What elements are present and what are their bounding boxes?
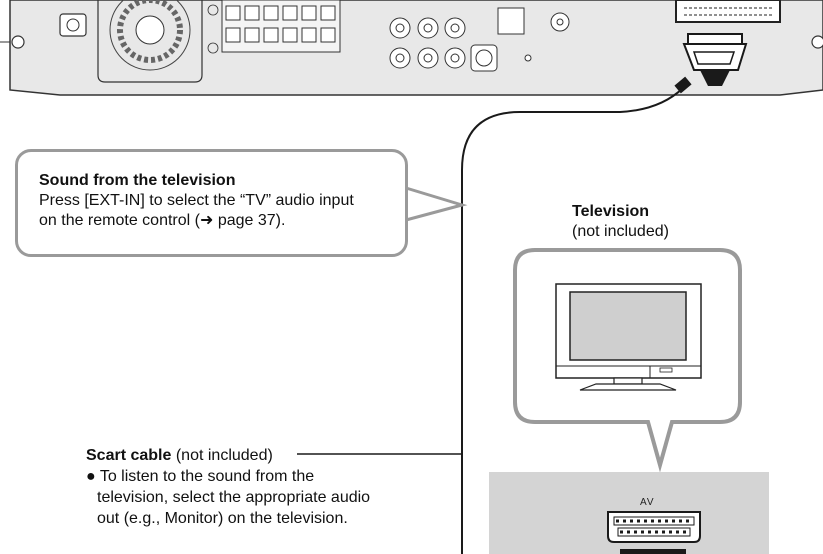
television-title: Television bbox=[572, 203, 650, 220]
unit-rear-panel bbox=[0, 0, 823, 96]
av-port-label: AV bbox=[640, 497, 655, 508]
television-icon bbox=[555, 283, 702, 391]
scart-cable bbox=[461, 87, 684, 554]
ext-loop-terminal bbox=[497, 7, 525, 35]
callout-line-1: Press [EXT-IN] to select the “TV” audio … bbox=[39, 192, 354, 209]
fan-grille bbox=[97, 0, 203, 83]
callout-title: Sound from the television bbox=[39, 172, 236, 189]
speaker-terminals bbox=[207, 0, 341, 54]
unit-scart-port bbox=[675, 0, 781, 23]
television-subtitle: (not included) bbox=[572, 223, 669, 240]
scart-note-line-2: television, select the appropriate audio bbox=[97, 489, 371, 506]
scart-plug-top bbox=[674, 33, 748, 94]
television-label: Television (not included) bbox=[572, 202, 669, 242]
ac-inlet bbox=[59, 13, 87, 37]
callout-pointer bbox=[405, 186, 468, 222]
scart-note-line-3: out (e.g., Monitor) on the television. bbox=[97, 510, 348, 527]
scart-note-title: Scart cable bbox=[86, 447, 172, 464]
rca-jacks bbox=[389, 12, 570, 72]
scart-cable-note: Scart cable (not included) ● To listen t… bbox=[86, 445, 397, 529]
bullet-icon: ● bbox=[86, 468, 96, 485]
screw-left bbox=[11, 35, 25, 49]
tv-rear-panel bbox=[489, 472, 769, 554]
scart-note-line-1: To listen to the sound from the bbox=[99, 468, 315, 485]
sound-from-tv-callout: Sound from the television Press [EXT-IN]… bbox=[15, 149, 408, 257]
callout-line-2: on the remote control (➜ page 37). bbox=[39, 212, 286, 229]
scart-note-title-suffix: (not included) bbox=[175, 447, 273, 464]
screw-right bbox=[811, 35, 823, 49]
